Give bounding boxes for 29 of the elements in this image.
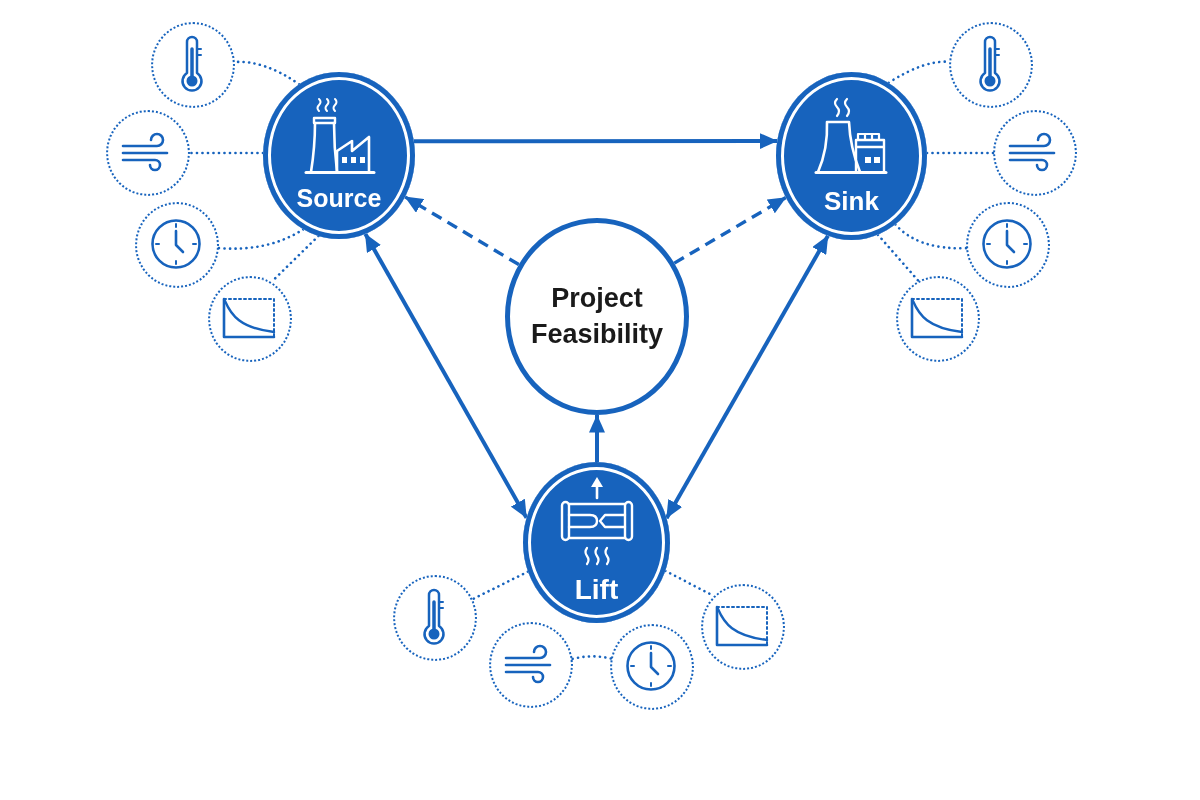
double-headed-arrow: [363, 232, 529, 519]
double-headed-arrow: [664, 234, 830, 520]
dotted-circle: [135, 202, 219, 288]
dashed-arrow: [673, 196, 787, 265]
dashed-arrow: [404, 195, 520, 266]
dotted-connector: [571, 655, 613, 661]
dotted-circle: [993, 110, 1077, 196]
node-label: Sink: [823, 187, 880, 217]
dotted-circle: [610, 624, 694, 710]
node-label: Lift: [573, 573, 620, 607]
dotted-connector: [894, 223, 968, 250]
dotted-connector: [217, 227, 305, 250]
dotted-circle: [701, 584, 785, 670]
dotted-circle: [393, 575, 477, 661]
dotted-circle: [151, 22, 235, 108]
arrow: [413, 133, 778, 150]
dotted-connector: [188, 151, 265, 155]
dotted-circle: [106, 110, 190, 196]
dotted-connector: [876, 233, 920, 283]
dotted-connector: [925, 151, 995, 155]
node-label: Project Feasibility: [529, 282, 664, 351]
dotted-circle: [949, 22, 1033, 108]
dotted-circle: [966, 202, 1050, 288]
node-label: Source: [295, 183, 383, 213]
arrow: [589, 414, 605, 462]
dotted-circle: [208, 276, 292, 362]
dotted-connector: [471, 570, 530, 601]
dotted-circle: [896, 276, 980, 362]
dotted-circle: [489, 622, 573, 708]
